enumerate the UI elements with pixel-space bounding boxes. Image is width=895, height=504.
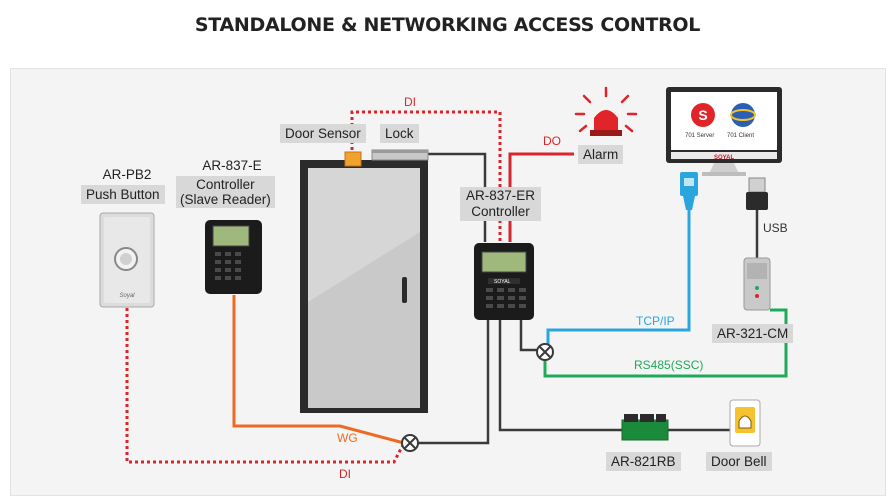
monitor-app1-label: 701 Server <box>685 133 715 139</box>
push-button-label: Push Button <box>81 185 165 204</box>
rs485-wire <box>543 308 788 378</box>
monitor-app2-label: 701 Client <box>727 133 755 139</box>
main-controller-desc: Controller <box>471 204 530 219</box>
door-sensor-label: Door Sensor <box>280 124 366 143</box>
relay-board-label: AR-821RB <box>606 452 681 471</box>
monitor-brand-label: SOYAL <box>714 155 735 161</box>
client-app-icon <box>730 103 756 127</box>
main-controller-label: AR-837-ER Controller <box>460 187 542 221</box>
door-bell-device <box>729 399 761 447</box>
usb-plug-icon <box>746 177 768 210</box>
alarm-icon <box>574 86 638 136</box>
alarm-label: Alarm <box>578 145 624 164</box>
junction-symbol-upper <box>536 343 554 361</box>
wg-label: WG <box>337 431 358 445</box>
main-controller-keypad <box>486 288 526 308</box>
di-top-label: DI <box>404 95 416 109</box>
relay-board-device <box>621 414 669 441</box>
push-button-device: Soyal <box>99 212 155 308</box>
di-bottom-label: DI <box>339 467 351 481</box>
slave-reader-device <box>205 220 262 294</box>
slave-reader-keypad <box>215 252 241 280</box>
svg-text:Soyal: Soyal <box>119 293 135 299</box>
main-controller-device <box>474 243 534 320</box>
door-bell-label: Door Bell <box>706 452 772 471</box>
wg-wire <box>232 295 405 445</box>
do-label: DO <box>543 134 561 148</box>
rj45-plug-icon <box>680 172 698 210</box>
junction-symbol-lower <box>401 434 419 452</box>
slave-reader-label: Controller (Slave Reader) <box>176 176 275 208</box>
controller-down-wire <box>418 318 490 445</box>
door-device <box>300 160 428 413</box>
converter-label: AR-321-CM <box>712 324 794 343</box>
slave-reader-label-line2: (Slave Reader) <box>180 192 271 207</box>
slave-reader-model: AR-837-E <box>202 158 262 173</box>
lock-icon <box>371 149 429 161</box>
page-title: STANDALONE & NETWORKING ACCESS CONTROL <box>194 14 701 36</box>
relay-wire <box>498 318 622 432</box>
svg-text:S: S <box>698 107 707 123</box>
main-controller-model: AR-837-ER <box>466 188 536 203</box>
tcpip-label: TCP/IP <box>636 314 675 328</box>
lock-label: Lock <box>380 124 419 143</box>
server-app-icon: S <box>691 103 715 127</box>
bus-wire <box>519 318 540 352</box>
monitor-device <box>666 87 782 176</box>
main-controller-brand: SOYAL <box>494 279 511 285</box>
tcpip-wire <box>546 210 691 350</box>
push-button-model: AR-PB2 <box>102 167 152 182</box>
rs485-label: RS485(SSC) <box>634 358 704 372</box>
door-sensor-icon <box>344 151 362 167</box>
converter-device <box>743 257 771 311</box>
usb-label: USB <box>763 221 788 235</box>
slave-reader-label-line1: Controller <box>196 177 255 192</box>
